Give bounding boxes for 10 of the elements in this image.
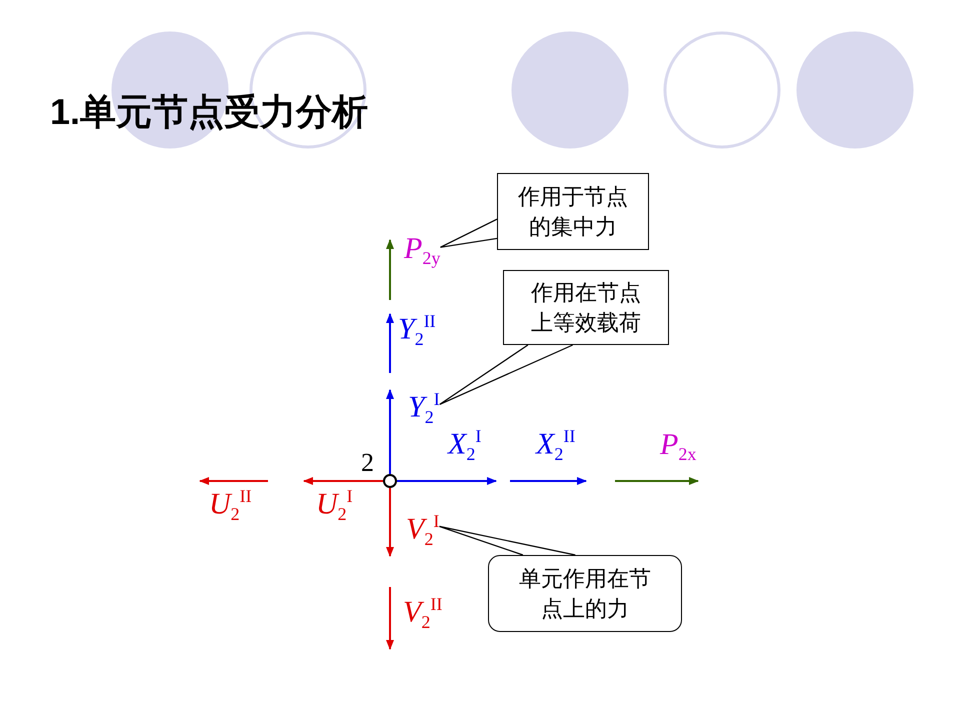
callout-box: 单元作用在节点上的力 bbox=[488, 555, 682, 632]
callout-box: 作用于节点的集中力 bbox=[497, 173, 649, 250]
callout-pointer bbox=[438, 526, 576, 556]
callout-pointer bbox=[439, 344, 574, 405]
force-label: P$_{2x}$ bbox=[660, 430, 696, 464]
slide-title: 1.单元节点受力分析 bbox=[50, 90, 368, 134]
callout-pointer bbox=[440, 218, 498, 248]
callout-box: 作用在节点上等效载荷 bbox=[503, 270, 669, 345]
force-label: P$_{2y}$ bbox=[404, 234, 440, 268]
node-number: 2 bbox=[361, 450, 374, 476]
